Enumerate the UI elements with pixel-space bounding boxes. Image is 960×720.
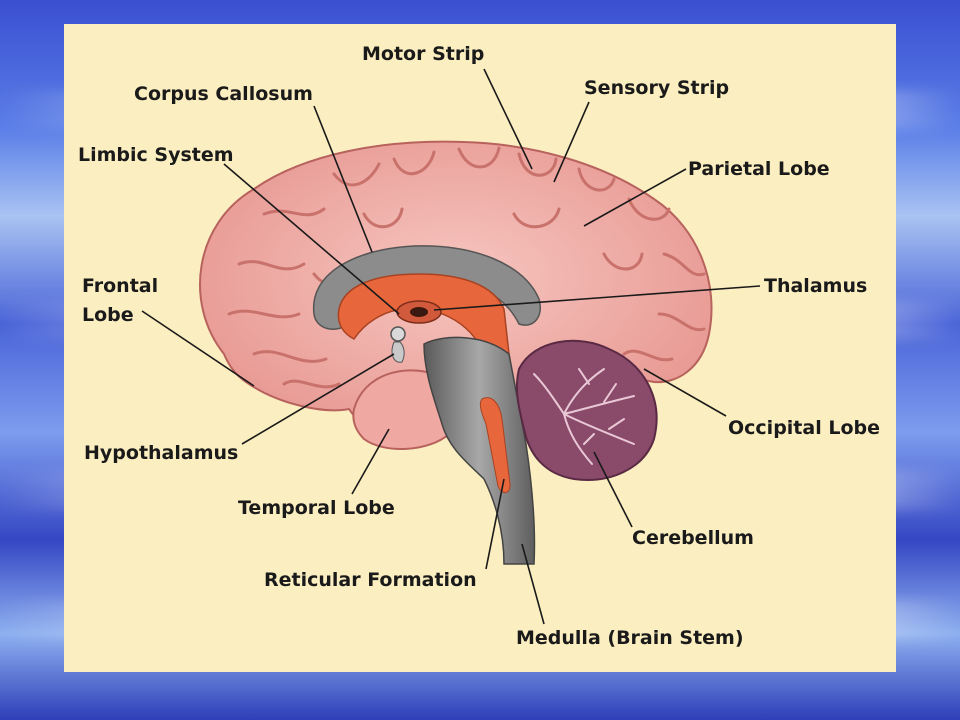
- brain-stem-shape: [423, 336, 536, 565]
- label-frontal-lobe-line1: Frontal: [82, 275, 158, 297]
- pituitary-shape: [391, 341, 405, 363]
- hypothalamus-shape: [390, 326, 406, 342]
- brain-diagram: Motor Strip Corpus Callosum Sensory Stri…: [78, 43, 880, 649]
- label-parietal-lobe: Parietal Lobe: [688, 158, 830, 180]
- reticular-formation-shape: [479, 397, 511, 493]
- label-medulla: Medulla (Brain Stem): [516, 627, 744, 649]
- label-corpus-callosum: Corpus Callosum: [134, 83, 313, 105]
- label-cerebellum: Cerebellum: [632, 527, 754, 549]
- label-reticular-formation: Reticular Formation: [264, 569, 477, 591]
- label-limbic-system: Limbic System: [78, 144, 234, 166]
- label-temporal-lobe: Temporal Lobe: [238, 497, 395, 519]
- label-sensory-strip: Sensory Strip: [584, 77, 729, 99]
- label-occipital-lobe: Occipital Lobe: [728, 417, 880, 439]
- leader-lines: [141, 68, 761, 625]
- label-motor-strip: Motor Strip: [362, 43, 484, 65]
- label-hypothalamus: Hypothalamus: [84, 442, 238, 464]
- label-thalamus: Thalamus: [764, 275, 867, 297]
- label-frontal-lobe-line2: Lobe: [82, 304, 134, 326]
- cortex-folds: [227, 146, 706, 424]
- thalamus-core: [410, 307, 428, 317]
- cerebellum-shape: [515, 339, 658, 481]
- diagram-panel: Motor Strip Corpus Callosum Sensory Stri…: [64, 24, 896, 672]
